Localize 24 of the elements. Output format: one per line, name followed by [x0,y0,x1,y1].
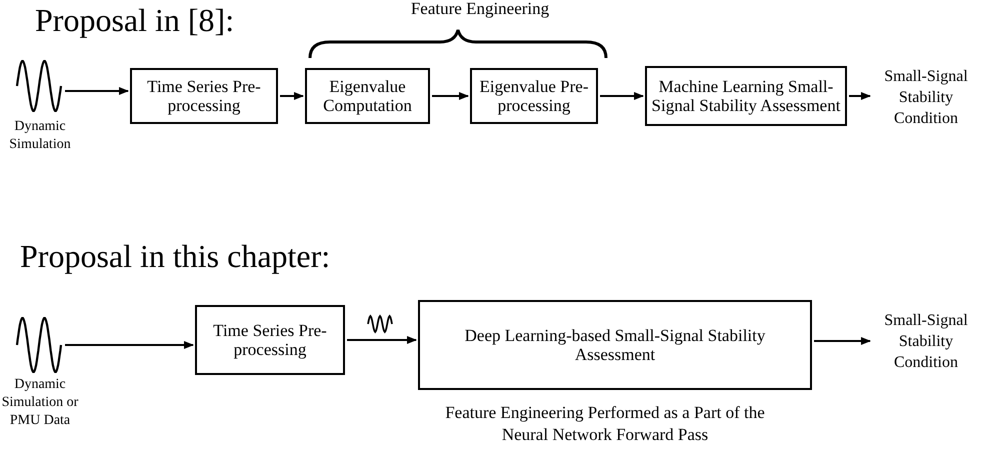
process-box: Time Series Pre-processing [195,305,345,375]
node-label: Dynamic Simulation [8,118,72,154]
process-box: Machine Learning Small-Signal Stability Assessment [645,66,847,126]
waveform-drawing [15,315,63,375]
arrow [347,336,417,344]
output-label: Small-Signal Stability Condition [866,64,986,130]
output-label: Small-Signal Stability Condition [866,308,986,374]
process-box: Eigenvalue Computation [305,68,430,124]
node-label: Feature Engineering Performed as a Part of the Neural Network Forward Pass [444,402,766,446]
arrow [849,92,871,100]
bracket-label: Feature Engineering [410,0,550,18]
arrow [600,92,644,100]
arrow [432,92,469,100]
section-heading: Proposal in this chapter: [20,238,330,275]
process-box: Time Series Pre-processing [130,68,278,124]
process-box: Deep Learning-based Small-Signal Stability Assessment [418,300,812,390]
arrow [280,92,304,100]
node-label: Dynamic Simulation or PMU Data [0,376,80,430]
arrow [65,341,194,349]
arrow [814,337,871,345]
process-box: Eigenvalue Pre-processing [470,68,598,124]
arrow [65,87,129,95]
section-heading: Proposal in [8]: [35,2,234,39]
waveform-drawing [15,58,63,114]
